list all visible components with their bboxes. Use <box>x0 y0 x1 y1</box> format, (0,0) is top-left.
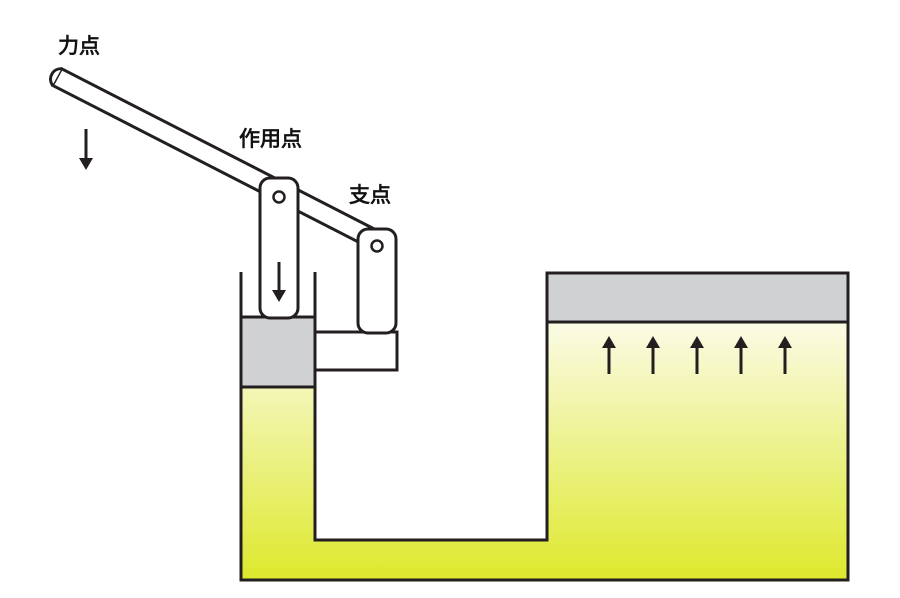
fulcrum-post <box>356 227 398 335</box>
fulcrum-pin <box>370 239 384 253</box>
load-point-pin <box>272 190 286 204</box>
arrow-up-icon <box>602 336 616 374</box>
arrow-down-icon <box>272 262 286 302</box>
effort-point-label: 力点 <box>58 34 100 58</box>
arrow-up-icon <box>778 336 792 374</box>
small-piston <box>239 315 317 389</box>
fulcrum-label: 支点 <box>349 183 391 207</box>
hydraulic-fluid <box>241 322 848 580</box>
large-piston <box>545 271 850 324</box>
lever-handle <box>51 67 389 254</box>
load-point-label: 作用点 <box>239 127 302 151</box>
piston-rod <box>258 176 300 320</box>
cylinder-container-walls <box>239 272 850 582</box>
arrow-down-icon <box>79 129 93 170</box>
pressure-arrows <box>602 336 792 374</box>
arrow-up-icon <box>690 336 704 374</box>
lever-handle-end <box>49 67 62 87</box>
fulcrum-bracket <box>313 330 399 372</box>
arrow-up-icon <box>734 336 748 374</box>
arrow-up-icon <box>646 336 660 374</box>
